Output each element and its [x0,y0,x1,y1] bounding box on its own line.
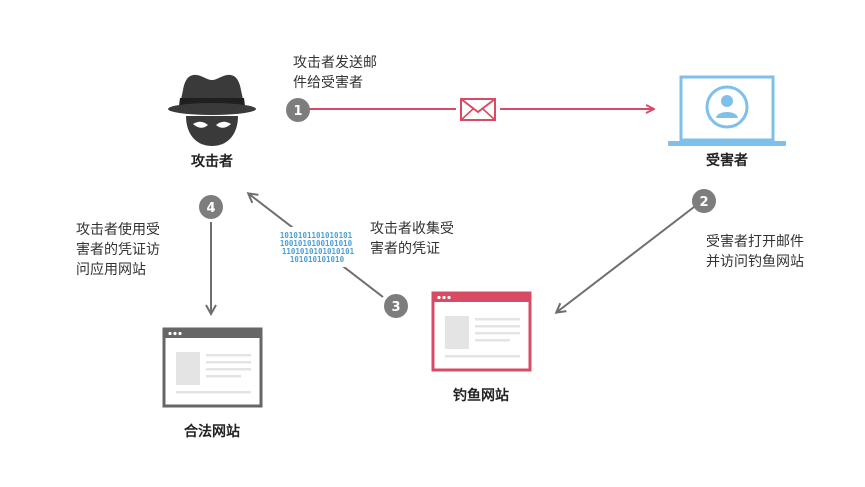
step-2-text-line-1: 受害者打开邮件 [706,233,804,250]
step-2-number: 2 [699,195,708,210]
step-3-badge: 3 [384,294,408,318]
binary-line: 1010101101010101 [280,231,353,240]
step-1-badge: 1 [286,98,310,122]
step-2-text-line-2: 并访问钓鱼网站 [706,253,804,270]
step-3-text-line-2: 害者的凭证 [370,241,440,257]
envelope-icon [460,98,496,121]
binary-data: 1010101101010101 1001010100101010 110101… [280,231,355,264]
binary-line: 1101010101010101 [282,247,355,256]
step-2-badge: 2 [692,189,716,213]
laptop-user-icon [668,75,786,146]
browser-window-icon [431,291,532,372]
step-1-text-line-1: 攻击者发送邮 [293,55,377,71]
step-3-number: 3 [391,300,400,315]
attacker-label: 攻击者 [191,153,233,170]
step-4-text-line-1: 攻击者使用受 [76,221,160,238]
step-4-text-line-3: 问应用网站 [76,261,146,278]
hacker-hat-icon [168,74,256,146]
step-1-text-line-2: 件给受害者 [293,75,363,91]
binary-line: 1001010100101010 [280,239,353,248]
visit-phishing-arrow [557,206,695,312]
step-4-number: 4 [206,201,215,216]
browser-window-icon [162,327,263,408]
step-4-text-line-2: 害者的凭证访 [76,242,160,258]
step-4-badge: 4 [199,195,223,219]
phishing-site-label: 钓鱼网站 [453,387,509,404]
binary-line: 101010101010 [290,255,345,264]
victim-label: 受害者 [706,152,748,169]
binary-backdrop [283,227,347,267]
step-3-text-line-1: 攻击者收集受 [370,220,454,237]
legit-site-label: 合法网站 [184,423,240,440]
step-1-number: 1 [293,104,302,119]
